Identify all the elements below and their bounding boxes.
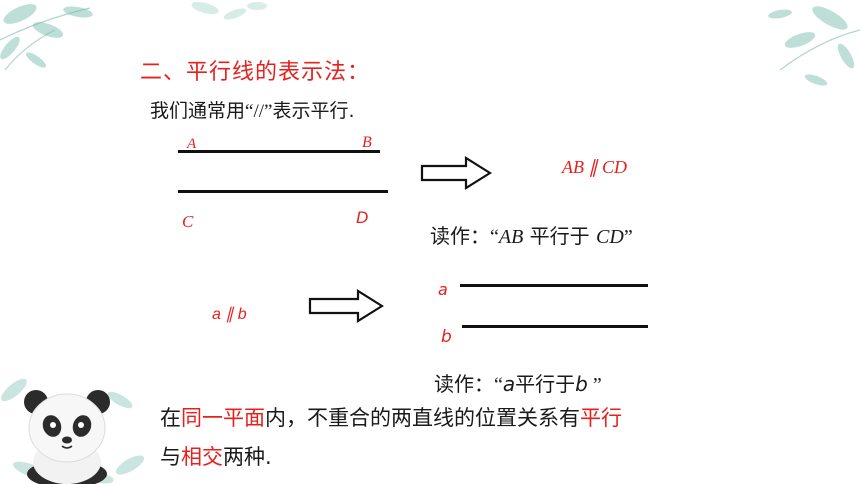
point-label-c: C [182,212,194,231]
point-label-b: B [362,134,372,151]
line-a [460,284,648,287]
conclusion-text: 两种. [223,445,272,469]
conclusion-line-1: 在同一平面内，不重合的两直线的位置关系有平行 [160,402,622,432]
conclusion-line-2: 与相交两种. [160,441,272,471]
reading-mid: 平行于 [515,372,576,396]
line-b [462,325,648,328]
point-label-a: A [187,136,197,152]
highlight-parallel: 平行 [580,406,622,430]
leaves-top-left-decoration [0,4,93,71]
conclusion-text: 内，不重合的两直线的位置关系有 [265,406,580,430]
reading-prefix: 读作： [430,224,490,248]
panda-icon [24,390,110,484]
reading-a: a [502,372,516,396]
intro-text: 我们通常用“//”表示平行. [150,96,355,123]
conclusion-text: 与 [160,445,181,469]
arrow-right-icon [308,289,384,323]
intro-symbol: “//” [245,101,273,122]
highlight-same-plane: 同一平面 [181,406,265,430]
notation-ab-cd: AB ∥ CD [562,157,627,177]
reading-ab-cd: 读作：“AB 平行于 CD” [430,220,633,249]
section-title: 二、平行线的表示法： [140,60,371,85]
line-ab [178,150,380,153]
quote-open: “ [490,226,499,248]
notation-a-b: a ∥ b [212,306,247,323]
highlight-intersect: 相交 [181,445,223,469]
point-label-d: D [356,208,369,227]
reading-b: b [575,372,588,396]
line-label-b: b [441,327,452,347]
intro-prefix: 我们通常用 [150,100,246,122]
quote-open: “ [494,374,503,396]
quote-close: ” [623,226,633,248]
intro-suffix: 表示平行. [272,100,355,122]
line-cd [178,190,388,193]
reading-ab: AB [498,226,524,248]
conclusion-text: 在 [160,406,181,430]
reading-cd: CD [596,226,624,248]
reading-prefix: 读作： [434,372,494,396]
quote-close: ” [587,374,602,396]
leaves-top-right-decoration [768,6,860,86]
leaves-top-center-decoration [191,1,267,20]
arrow-right-icon [420,156,492,190]
line-label-a: a [438,280,448,299]
reading-a-b: 读作：“a平行于b ” [434,368,602,397]
reading-mid: 平行于 [523,224,597,248]
